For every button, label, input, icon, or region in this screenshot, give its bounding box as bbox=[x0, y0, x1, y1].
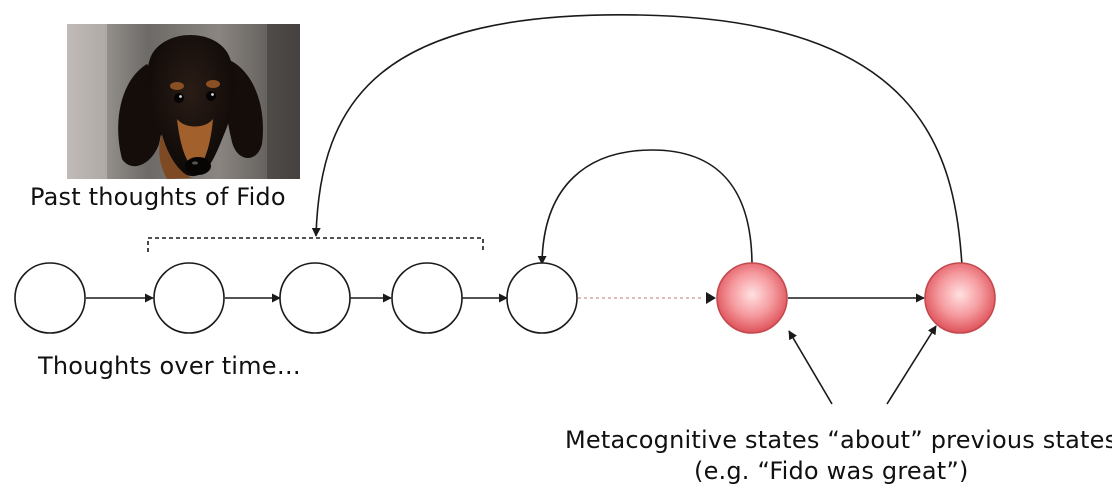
thought-node-2 bbox=[153, 262, 225, 334]
metacognitive-label: Metacognitive states “about” previous st… bbox=[565, 426, 1112, 454]
arc-meta2-to-past bbox=[311, 14, 963, 267]
thought-node-4 bbox=[391, 262, 463, 334]
thought-node-3 bbox=[279, 262, 351, 334]
past-thoughts-bracket bbox=[147, 237, 484, 252]
thought-node-1 bbox=[14, 262, 86, 334]
thoughts-over-time-label: Thoughts over time… bbox=[38, 352, 301, 380]
thought-node-5 bbox=[506, 262, 578, 334]
arc-meta1-to-thought5 bbox=[537, 149, 753, 267]
dachshund-photo bbox=[67, 24, 300, 179]
arrow-caption-meta2 bbox=[886, 325, 937, 405]
past-thoughts-label: Past thoughts of Fido bbox=[30, 183, 286, 211]
meta-state-node-2 bbox=[924, 262, 996, 334]
meta-state-node-1 bbox=[716, 262, 788, 334]
example-label: (e.g. “Fido was great”) bbox=[694, 457, 969, 485]
arrow-caption-meta1 bbox=[788, 330, 833, 405]
